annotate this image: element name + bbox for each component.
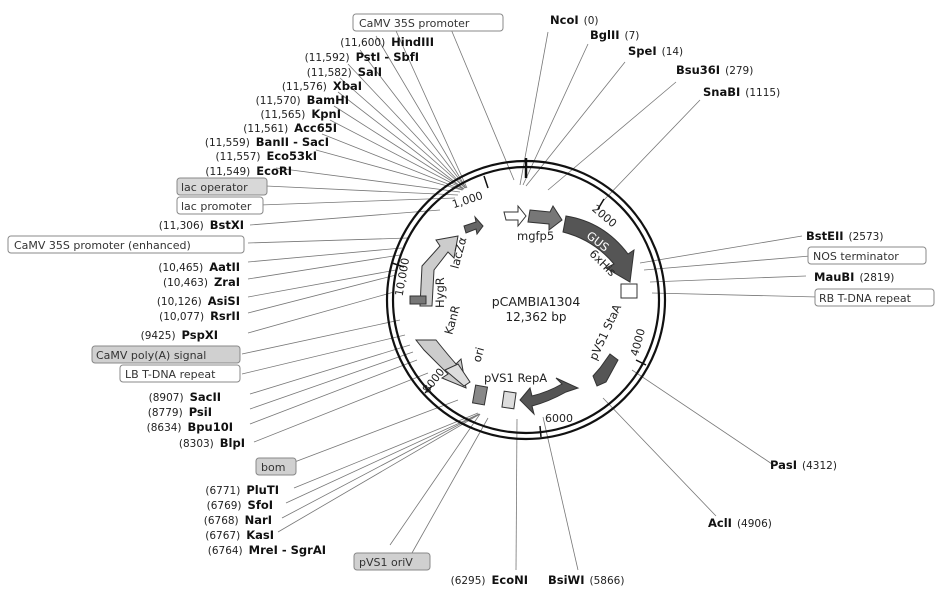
box-bom: bom [261,461,285,474]
box-camv-polya: CaMV poly(A) signal [96,349,206,362]
site-label: MauBI(2819) [814,270,894,284]
site-label: (11,565)KpnI [260,107,341,121]
site-label: NcoI(0) [550,13,599,27]
site-label: (9425)PspXI [141,328,218,342]
label-staa: pVS1 StaA [586,302,624,363]
tick-marks [391,175,647,438]
tick-label-8000: 8000 [420,366,447,396]
site-label: AclI(4906) [708,516,772,530]
6xhis-box [620,283,638,299]
lacz-arrow [463,215,484,236]
box-lb-repeat: LB T-DNA repeat [125,368,216,381]
box-camv35s-enhanced: CaMV 35S promoter (enhanced) [14,239,191,252]
plasmid-center: pCAMBIA1304 12,362 bp [492,294,581,324]
ori-arrow [444,363,471,387]
box-nos-terminator: NOS terminator [813,250,899,263]
site-label: (11,306)BstXI [159,218,244,232]
box-lac-promoter: lac promoter [181,200,252,213]
site-label: (11,582)SalI [307,65,382,79]
site-label: (6769)SfoI [207,498,273,512]
tick-label-1000: 1,000 [451,189,485,211]
site-label: (6764)MreI - SgrAI [208,543,326,557]
label-ori: ori [470,346,487,364]
tick-label-6000: 6000 [545,412,573,425]
site-label: (11,561)Acc65I [243,121,337,135]
hygr-arrow [419,235,459,307]
site-label: Bsu36I(279) [676,63,753,77]
plasmid-size: 12,362 bp [505,310,566,324]
feature-box-oriv [501,390,517,410]
box-camv35s: CaMV 35S promoter [359,17,470,30]
left-sites: (11,600)HindIII (11,592)PstI - SbfI (11,… [141,35,434,557]
site-label: (11,600)HindIII [340,35,434,49]
boxed-feature-labels: CaMV 35S promoter lac operator lac promo… [7,13,935,571]
gus-arrow [562,215,635,283]
mgfp5-arrow [503,204,527,228]
site-label: (11,570)BamHI [256,93,349,107]
tick-label-4000: 4000 [628,327,648,357]
site-label: (11,549)EcoRI [205,164,292,178]
right-sites: BstEII(2573) MauBI(2819) PasI(4312) AclI… [451,229,895,587]
staa-arrow [592,353,619,387]
site-label: (8634)Bpu10I [147,420,233,434]
feature-arrows [409,204,638,416]
tick-label-10000: 10,000 [393,257,412,297]
site-label: SpeI(14) [628,44,683,58]
site-label: (6767)KasI [205,528,274,542]
top-sites: NcoI(0) BglII(7) SpeI(14) Bsu36I(279) Sn… [550,13,780,99]
box-rb-repeat: RB T-DNA repeat [819,292,912,305]
site-label: BsiWI(5866) [548,573,624,587]
box-lac-operator: lac operator [181,181,248,194]
site-label: BstEII(2573) [806,229,883,243]
site-label: (10,077)RsrII [159,309,240,323]
site-label: (6295)EcoNI [451,573,528,587]
feature-box-left [409,295,427,305]
site-label: (6771)PluTI [205,483,279,497]
plasmid-name: pCAMBIA1304 [492,294,581,309]
label-hygr: HygR [433,277,447,308]
site-label: (8779)PsiI [148,405,212,419]
leader-lines [241,21,819,571]
site-label: (8907)SacII [149,390,221,404]
site-label: (11,557)Eco53kI [216,149,317,163]
site-label: (10,463)ZraI [163,275,240,289]
site-label: (11,592)PstI - SbfI [305,50,419,64]
label-repa: pVS1 RepA [484,371,547,385]
site-label: (10,465)AatII [158,260,240,274]
mgfp5-gene-arrow [527,204,563,232]
site-label: (11,576)XbaI [282,79,362,93]
label-mgfp5: mgfp5 [517,229,554,243]
site-label: (10,126)AsiSI [157,294,240,308]
repa-arrow [519,377,580,416]
site-label: (11,559)BanII - SacI [205,135,329,149]
site-label: PasI(4312) [770,458,837,472]
box-pvs1-oriv: pVS1 oriV [359,556,413,569]
feature-box-bom [471,384,489,406]
site-label: BglII(7) [590,28,639,42]
site-label: (6768)NarI [204,513,272,527]
site-label: (8303)BlpI [179,436,245,450]
site-label: SnaBI(1115) [703,85,780,99]
